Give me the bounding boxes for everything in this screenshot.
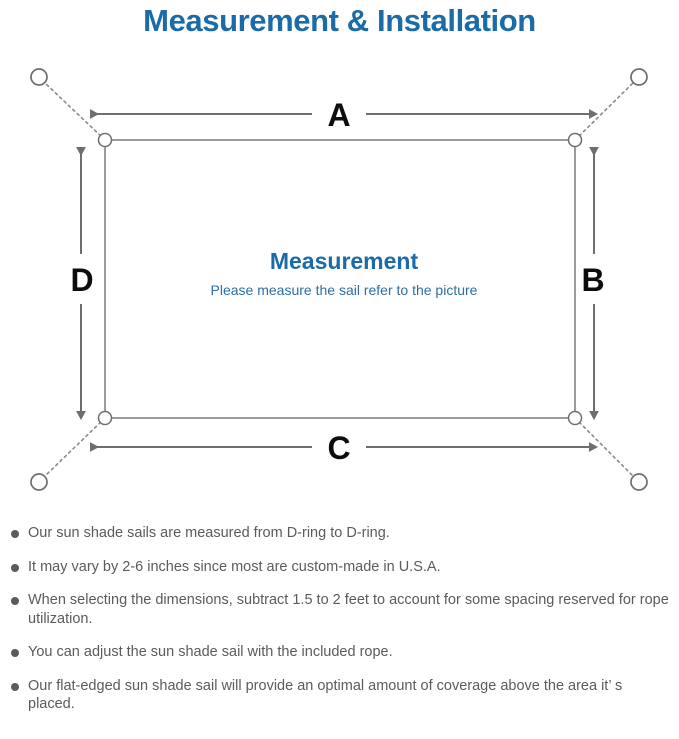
dimension-c-label: C	[327, 430, 350, 466]
d-rings	[97, 132, 583, 426]
list-item-text: Our sun shade sails are measured from D-…	[28, 525, 390, 541]
dimension-d-label: D	[70, 262, 93, 298]
rope-line-bottom-left	[44, 417, 106, 477]
d-ring-bottom-left-icon	[97, 410, 113, 426]
anchor-ring-bottom-left-icon	[30, 473, 48, 491]
list-item: When selecting the dimensions, subtract …	[0, 591, 679, 628]
anchor-ring-top-left-icon	[30, 68, 48, 86]
sail-measurement-diagram: A C D B Measurement Please measure the s…	[0, 42, 679, 512]
rope-line-bottom-right	[574, 417, 634, 477]
rope-line-top-right	[574, 82, 634, 141]
sail-shape	[104, 139, 576, 419]
list-item: Our flat-edged sun shade sail will provi…	[0, 677, 679, 714]
bullet-icon	[11, 530, 19, 538]
list-item-text: You can adjust the sun shade sail with t…	[28, 644, 393, 660]
d-ring-top-left-icon	[97, 132, 113, 148]
list-item-text: It may vary by 2-6 inches since most are…	[28, 558, 441, 575]
list-item: Our sun shade sails are measured from D-…	[0, 524, 679, 543]
page-header: Measurement & Installation	[0, 0, 679, 42]
sail-center-subtitle: Please measure the sail refer to the pic…	[211, 282, 478, 298]
d-ring-bottom-right-icon	[567, 410, 583, 426]
anchor-ring-top-right-icon	[630, 68, 648, 86]
page-title: Measurement & Installation	[143, 3, 536, 38]
bullet-icon	[11, 649, 19, 657]
list-item-text: Our flat-edged sun shade sail will provi…	[28, 677, 623, 713]
bullet-icon	[11, 563, 19, 572]
bullet-icon	[11, 682, 19, 691]
dimension-a-label: A	[327, 97, 350, 133]
notes-list: Our sun shade sails are measured from D-…	[0, 524, 679, 714]
list-item: You can adjust the sun shade sail with t…	[0, 643, 679, 662]
d-ring-top-right-icon	[567, 132, 583, 148]
bullet-icon	[11, 597, 19, 605]
rope-line-top-left	[44, 82, 106, 141]
list-item-text: When selecting the dimensions, subtract …	[28, 592, 669, 627]
rope-lines	[44, 82, 634, 477]
anchor-rings	[30, 68, 648, 491]
anchor-ring-bottom-right-icon	[630, 473, 648, 491]
sail-center-title: Measurement	[270, 248, 419, 274]
dimension-b-label: B	[581, 262, 604, 298]
list-item: It may vary by 2-6 inches since most are…	[0, 558, 679, 577]
